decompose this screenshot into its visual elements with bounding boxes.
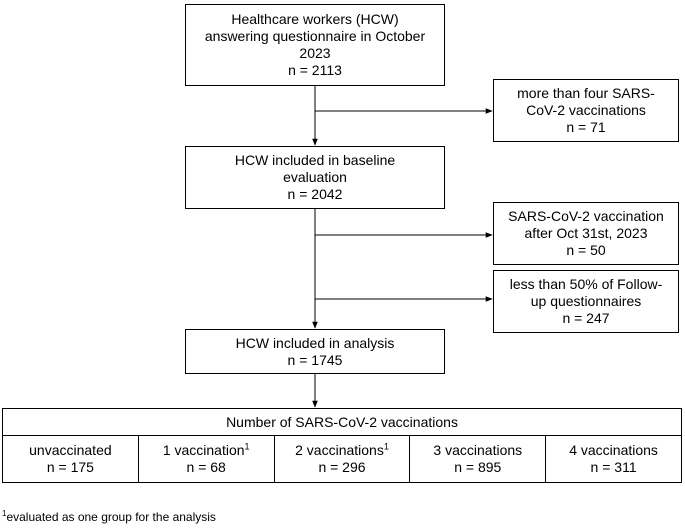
group-cell-3-vaccinations: 3 vaccinations n = 895 (410, 436, 547, 482)
baseline-line-2: evaluation (283, 169, 347, 185)
baseline-line-1: HCW included in baseline (234, 152, 396, 168)
box-excluded-four-vaccinations: more than four SARS- CoV-2 vaccinations … (493, 79, 679, 142)
box-baseline: HCW included in baseline evaluation n = … (185, 146, 445, 209)
questionnaire-line-1: Healthcare workers (HCW) (231, 11, 399, 27)
excluded-oct-line-1: SARS-CoV-2 vaccination (508, 208, 664, 224)
footnote-mark: 1 (2, 509, 7, 518)
excluded-followup-line-1: less than 50% of Follow- (509, 276, 663, 292)
excluded-four-line-2: CoV-2 vaccinations (526, 102, 646, 118)
group-label-1-vaccination: 1 vaccination (162, 442, 245, 458)
excluded-oct-line-2: after Oct 31st, 2023 (524, 225, 648, 241)
box-excluded-followup: less than 50% of Follow- up questionnair… (493, 270, 679, 333)
group-count-2-vaccinations: n = 296 (318, 459, 366, 475)
vaccination-groups-table: Number of SARS-CoV-2 vaccinations unvacc… (2, 408, 682, 483)
excluded-followup-count: n = 247 (562, 310, 610, 326)
group-label-4-vaccinations: 4 vaccinations (569, 442, 658, 458)
group-count-4-vaccinations: n = 311 (590, 459, 637, 475)
excluded-oct-count: n = 50 (566, 242, 606, 258)
group-mark-2-vaccinations: 1 (383, 441, 389, 452)
group-count-1-vaccination: n = 68 (186, 459, 226, 475)
group-mark-1-vaccination: 1 (244, 441, 250, 452)
box-excluded-after-oct: SARS-CoV-2 vaccination after Oct 31st, 2… (493, 202, 679, 265)
group-label-unvaccinated: unvaccinated (29, 442, 112, 458)
analysis-line-1: HCW included in analysis (235, 334, 395, 351)
group-label-2-vaccinations: 2 vaccinations (295, 442, 384, 458)
group-cell-4-vaccinations: 4 vaccinations n = 311 (546, 436, 681, 482)
questionnaire-count: n = 2113 (288, 62, 342, 78)
group-cell-unvaccinated: unvaccinated n = 175 (3, 436, 139, 482)
group-label-3-vaccinations: 3 vaccinations (433, 442, 523, 458)
footnote-text: evaluated as one group for the analysis (6, 510, 216, 524)
excluded-followup-line-2: up questionnaires (530, 293, 642, 309)
group-count-unvaccinated: n = 175 (46, 459, 94, 475)
questionnaire-line-2: answering questionnaire in October (204, 28, 426, 44)
questionnaire-line-3: 2023 (299, 45, 331, 61)
baseline-count: n = 2042 (287, 186, 343, 202)
excluded-four-line-1: more than four SARS- (517, 85, 655, 101)
box-analysis: HCW included in analysis n = 1745 (185, 329, 445, 374)
excluded-four-count: n = 71 (566, 119, 606, 135)
box-questionnaire: Healthcare workers (HCW) answering quest… (185, 4, 445, 86)
footnote: 1evaluated as one group for the analysis (2, 509, 216, 525)
vaccination-table-title: Number of SARS-CoV-2 vaccinations (3, 409, 681, 436)
group-cell-1-vaccination: 1 vaccination1 n = 68 (139, 436, 275, 482)
group-cell-2-vaccinations: 2 vaccinations1 n = 296 (275, 436, 411, 482)
group-count-3-vaccinations: n = 895 (454, 459, 502, 475)
analysis-count: n = 1745 (287, 351, 343, 368)
